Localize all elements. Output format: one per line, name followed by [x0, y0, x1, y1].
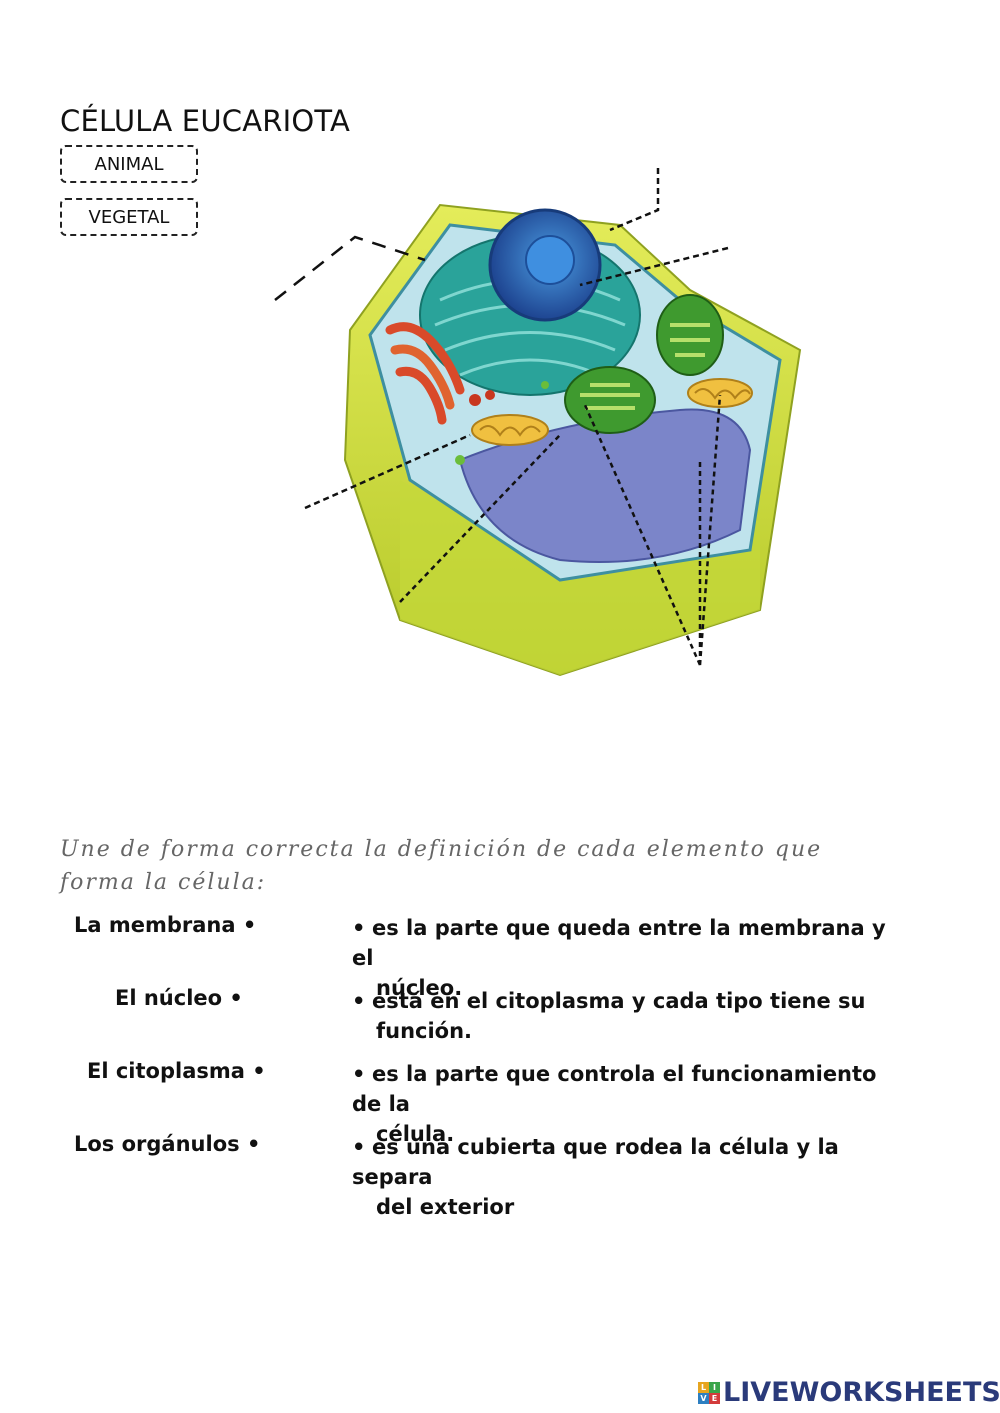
golgi-apparatus: [385, 322, 495, 425]
definition-line2: núcleo.: [376, 976, 463, 1000]
liveworksheets-brand: L I V E LIVEWORKSHEETS: [698, 1377, 1000, 1408]
option-animal-button[interactable]: ANIMAL: [60, 145, 198, 183]
definition-line2: célula.: [376, 1122, 455, 1146]
option-vegetal-button[interactable]: VEGETAL: [60, 198, 198, 236]
liveworksheets-logo-icon: L I V E: [698, 1381, 720, 1404]
definition-line1: es la parte que queda entre la membrana …: [352, 916, 886, 970]
definition-item[interactable]: •es la parte que queda entre la membrana…: [352, 913, 912, 1003]
logo-letter: L: [698, 1381, 709, 1393]
term-organulos[interactable]: Los orgánulos •: [74, 1132, 261, 1156]
logo-letter: V: [698, 1392, 709, 1404]
definition-item[interactable]: •está en el citoplasma y cada tipo tiene…: [352, 986, 912, 1046]
definition-line1: es la parte que controla el funcionamien…: [352, 1062, 877, 1116]
term-nucleo[interactable]: El núcleo •: [115, 986, 243, 1010]
definition-line2: del exterior: [376, 1195, 515, 1219]
brand-name: LIVEWORKSHEETS: [723, 1377, 1000, 1408]
term-membrana[interactable]: La membrana •: [74, 913, 257, 937]
definition-item[interactable]: •es una cubierta que rodea la célula y l…: [352, 1132, 912, 1222]
chloroplast: [656, 294, 724, 376]
nucleolus: [525, 235, 575, 285]
bullet: •: [352, 1062, 366, 1086]
bullet: •: [352, 1135, 366, 1159]
pointer-lines: [274, 168, 729, 666]
bullet: •: [352, 989, 366, 1013]
bullet: •: [352, 916, 366, 940]
term-citoplasma[interactable]: El citoplasma •: [87, 1059, 266, 1083]
definition-line1: está en el citoplasma y cada tipo tiene …: [372, 989, 866, 1013]
plant-cell-diagram: [274, 168, 802, 677]
logo-letter: I: [709, 1381, 720, 1393]
definition-item[interactable]: •es la parte que controla el funcionamie…: [352, 1059, 912, 1149]
chloroplast: [564, 366, 656, 434]
logo-letter: E: [709, 1392, 720, 1404]
page-title: CÉLULA EUCARIOTA: [60, 104, 351, 138]
mitochondrion: [471, 414, 549, 446]
definition-line2: función.: [376, 1019, 473, 1043]
definition-line1: es una cubierta que rodea la célula y la…: [352, 1135, 839, 1189]
instructions-text: Une de forma correcta la definición de c…: [60, 837, 823, 895]
